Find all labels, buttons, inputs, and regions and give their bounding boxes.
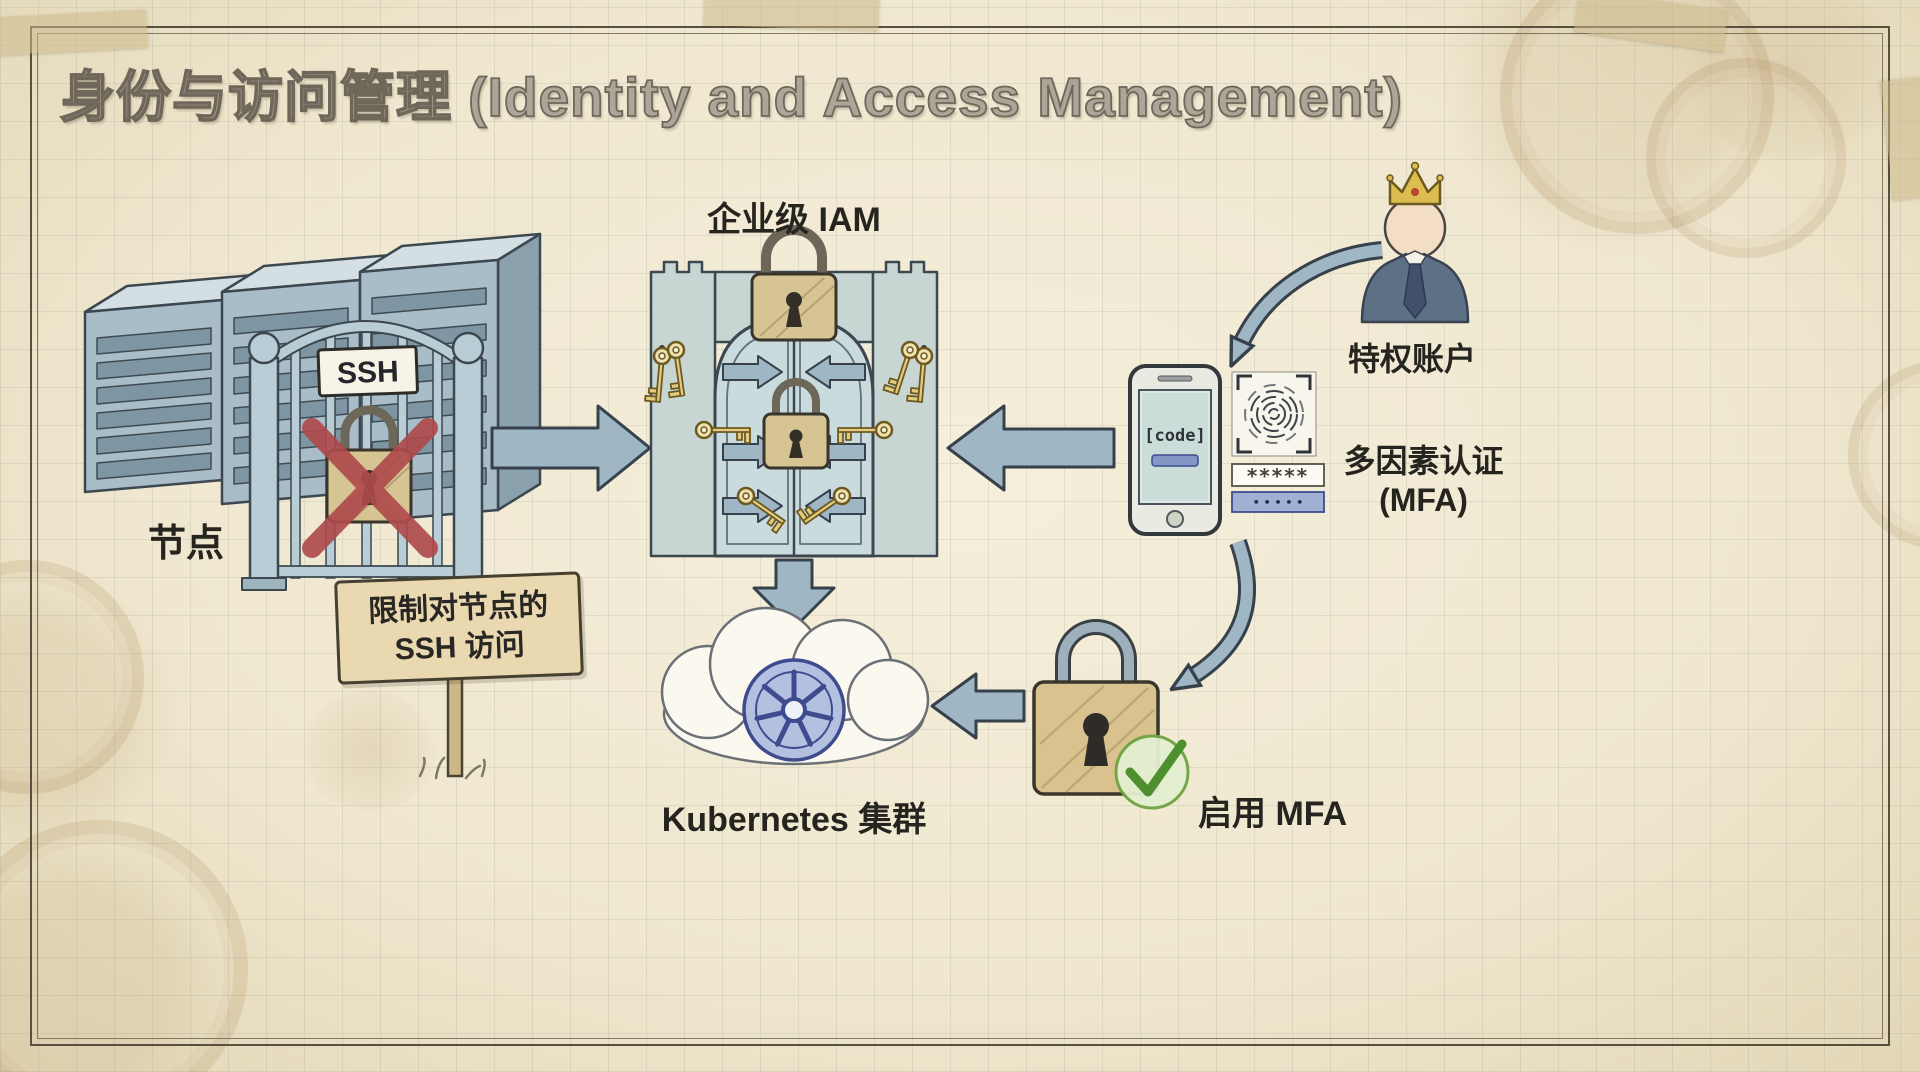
label-iam: 企业级 IAM bbox=[707, 201, 881, 239]
padlock-icon bbox=[762, 378, 830, 470]
gold-lock-icon bbox=[1032, 619, 1190, 810]
label-mfa-line1: 多因素认证 bbox=[1343, 443, 1504, 479]
label-kubernetes: Kubernetes 集群 bbox=[661, 801, 927, 839]
check-mark-icon bbox=[1114, 734, 1190, 810]
red-x-icon bbox=[302, 418, 438, 558]
cloud-icon bbox=[660, 606, 930, 766]
ssh-sign: SSH bbox=[316, 345, 419, 398]
crown-user-icon bbox=[1360, 161, 1470, 324]
kubernetes-helm-icon bbox=[742, 658, 846, 762]
ssh-sign-text: SSH bbox=[336, 355, 399, 390]
padlock-icon bbox=[750, 225, 838, 342]
coffee-stain bbox=[1646, 58, 1846, 258]
phone-icon: [code] bbox=[1128, 364, 1222, 536]
label-mfa: 多因素认证 (MFA) bbox=[1336, 436, 1511, 519]
password-field-icon: ***** • • • • • bbox=[1231, 463, 1325, 513]
key-icon bbox=[643, 337, 934, 535]
label-privileged-account: 特权账户 bbox=[1348, 341, 1477, 377]
label-mfa-line2: (MFA) bbox=[1379, 482, 1468, 518]
password-dots-text: • • • • • bbox=[1253, 496, 1303, 509]
label-nodes: 节点 bbox=[148, 523, 225, 565]
fingerprint-icon bbox=[1231, 371, 1317, 457]
page-title: 身份与访问管理 (Identity and Access Management) bbox=[59, 65, 1403, 129]
password-masked-text: ***** bbox=[1247, 464, 1309, 488]
label-enable-mfa: 启用 MFA bbox=[1198, 795, 1348, 833]
restrict-ssh-sign: 限制对节点的 SSH 访问 bbox=[334, 571, 584, 685]
iam-gate-icon bbox=[643, 225, 939, 558]
crown-icon bbox=[1386, 161, 1444, 206]
stain-blot bbox=[300, 690, 440, 810]
sign-post bbox=[418, 668, 486, 780]
block-arrow-icon bbox=[490, 404, 1116, 740]
phone-code-text: [code] bbox=[1144, 426, 1205, 446]
ssh-gate-icon: SSH bbox=[241, 320, 491, 591]
curved-arrow-icon bbox=[1190, 241, 1383, 678]
restrict-ssh-line2: SSH 访问 bbox=[394, 628, 526, 667]
